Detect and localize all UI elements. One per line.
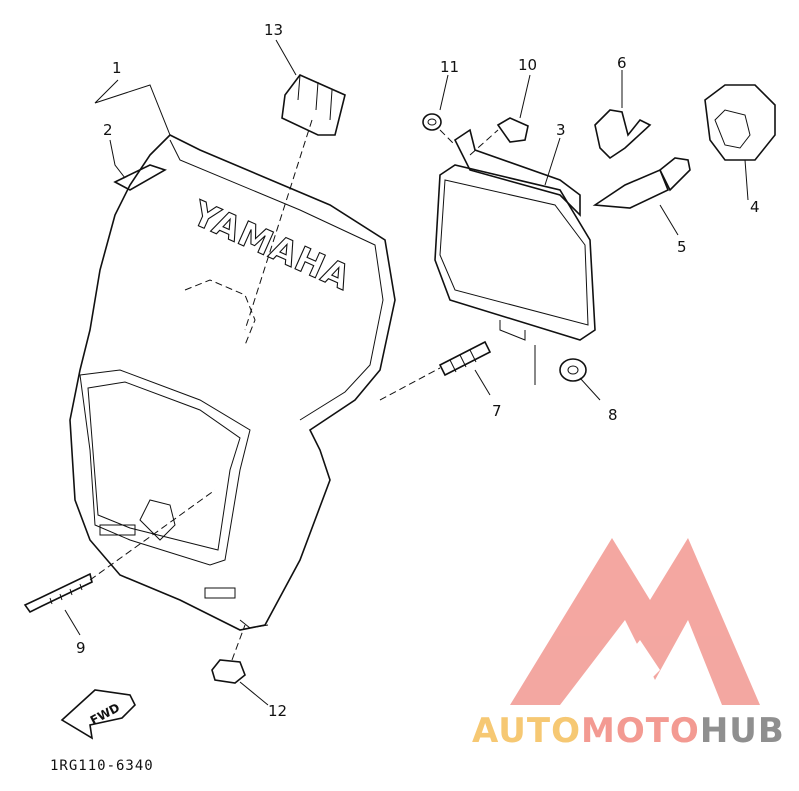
- callout-8: 8: [608, 406, 618, 424]
- watermark-moto: MOTO: [581, 711, 700, 751]
- spring-clip: [594, 109, 652, 160]
- spring-part-7: [438, 340, 492, 377]
- callout-12: 12: [268, 702, 287, 720]
- bulb: [592, 157, 691, 209]
- fwd-arrow-marker: FWD: [60, 689, 136, 740]
- callout-4: 4: [750, 198, 760, 216]
- watermark-auto: AUTO: [472, 711, 581, 751]
- socket-cover: [704, 84, 776, 161]
- callout-1: 1: [112, 59, 122, 77]
- fwd-label: FWD: [88, 701, 122, 728]
- screw-part-10: [496, 117, 529, 143]
- collar-part-11: [422, 113, 442, 131]
- callout-3: 3: [556, 121, 566, 139]
- damper-part-13: [281, 74, 346, 136]
- nut-part-12: [211, 659, 246, 684]
- callout-10: 10: [518, 56, 537, 74]
- callout-11: 11: [440, 58, 459, 76]
- trim-strip: [113, 164, 167, 191]
- callout-9: 9: [76, 639, 86, 657]
- callout-6: 6: [617, 54, 627, 72]
- alignment-lines: [89, 119, 499, 661]
- headlight-unit: [434, 128, 596, 341]
- callout-2: 2: [103, 121, 113, 139]
- cowl-logo-text: YAMAHA: [185, 193, 356, 299]
- headlight-cowl: [69, 134, 396, 631]
- diagram-code: 1RG110-6340: [50, 758, 154, 774]
- watermark-logo: [510, 538, 760, 705]
- leader-lines: [64, 39, 749, 706]
- callout-5: 5: [677, 238, 687, 256]
- watermark-hub: HUB: [700, 711, 785, 751]
- watermark-text: AUTOMOTOHUB: [472, 711, 785, 751]
- callout-7: 7: [492, 402, 502, 420]
- callout-13: 13: [264, 21, 283, 39]
- grommet-part-8: [559, 358, 587, 382]
- bolt-part-9: [23, 572, 93, 614]
